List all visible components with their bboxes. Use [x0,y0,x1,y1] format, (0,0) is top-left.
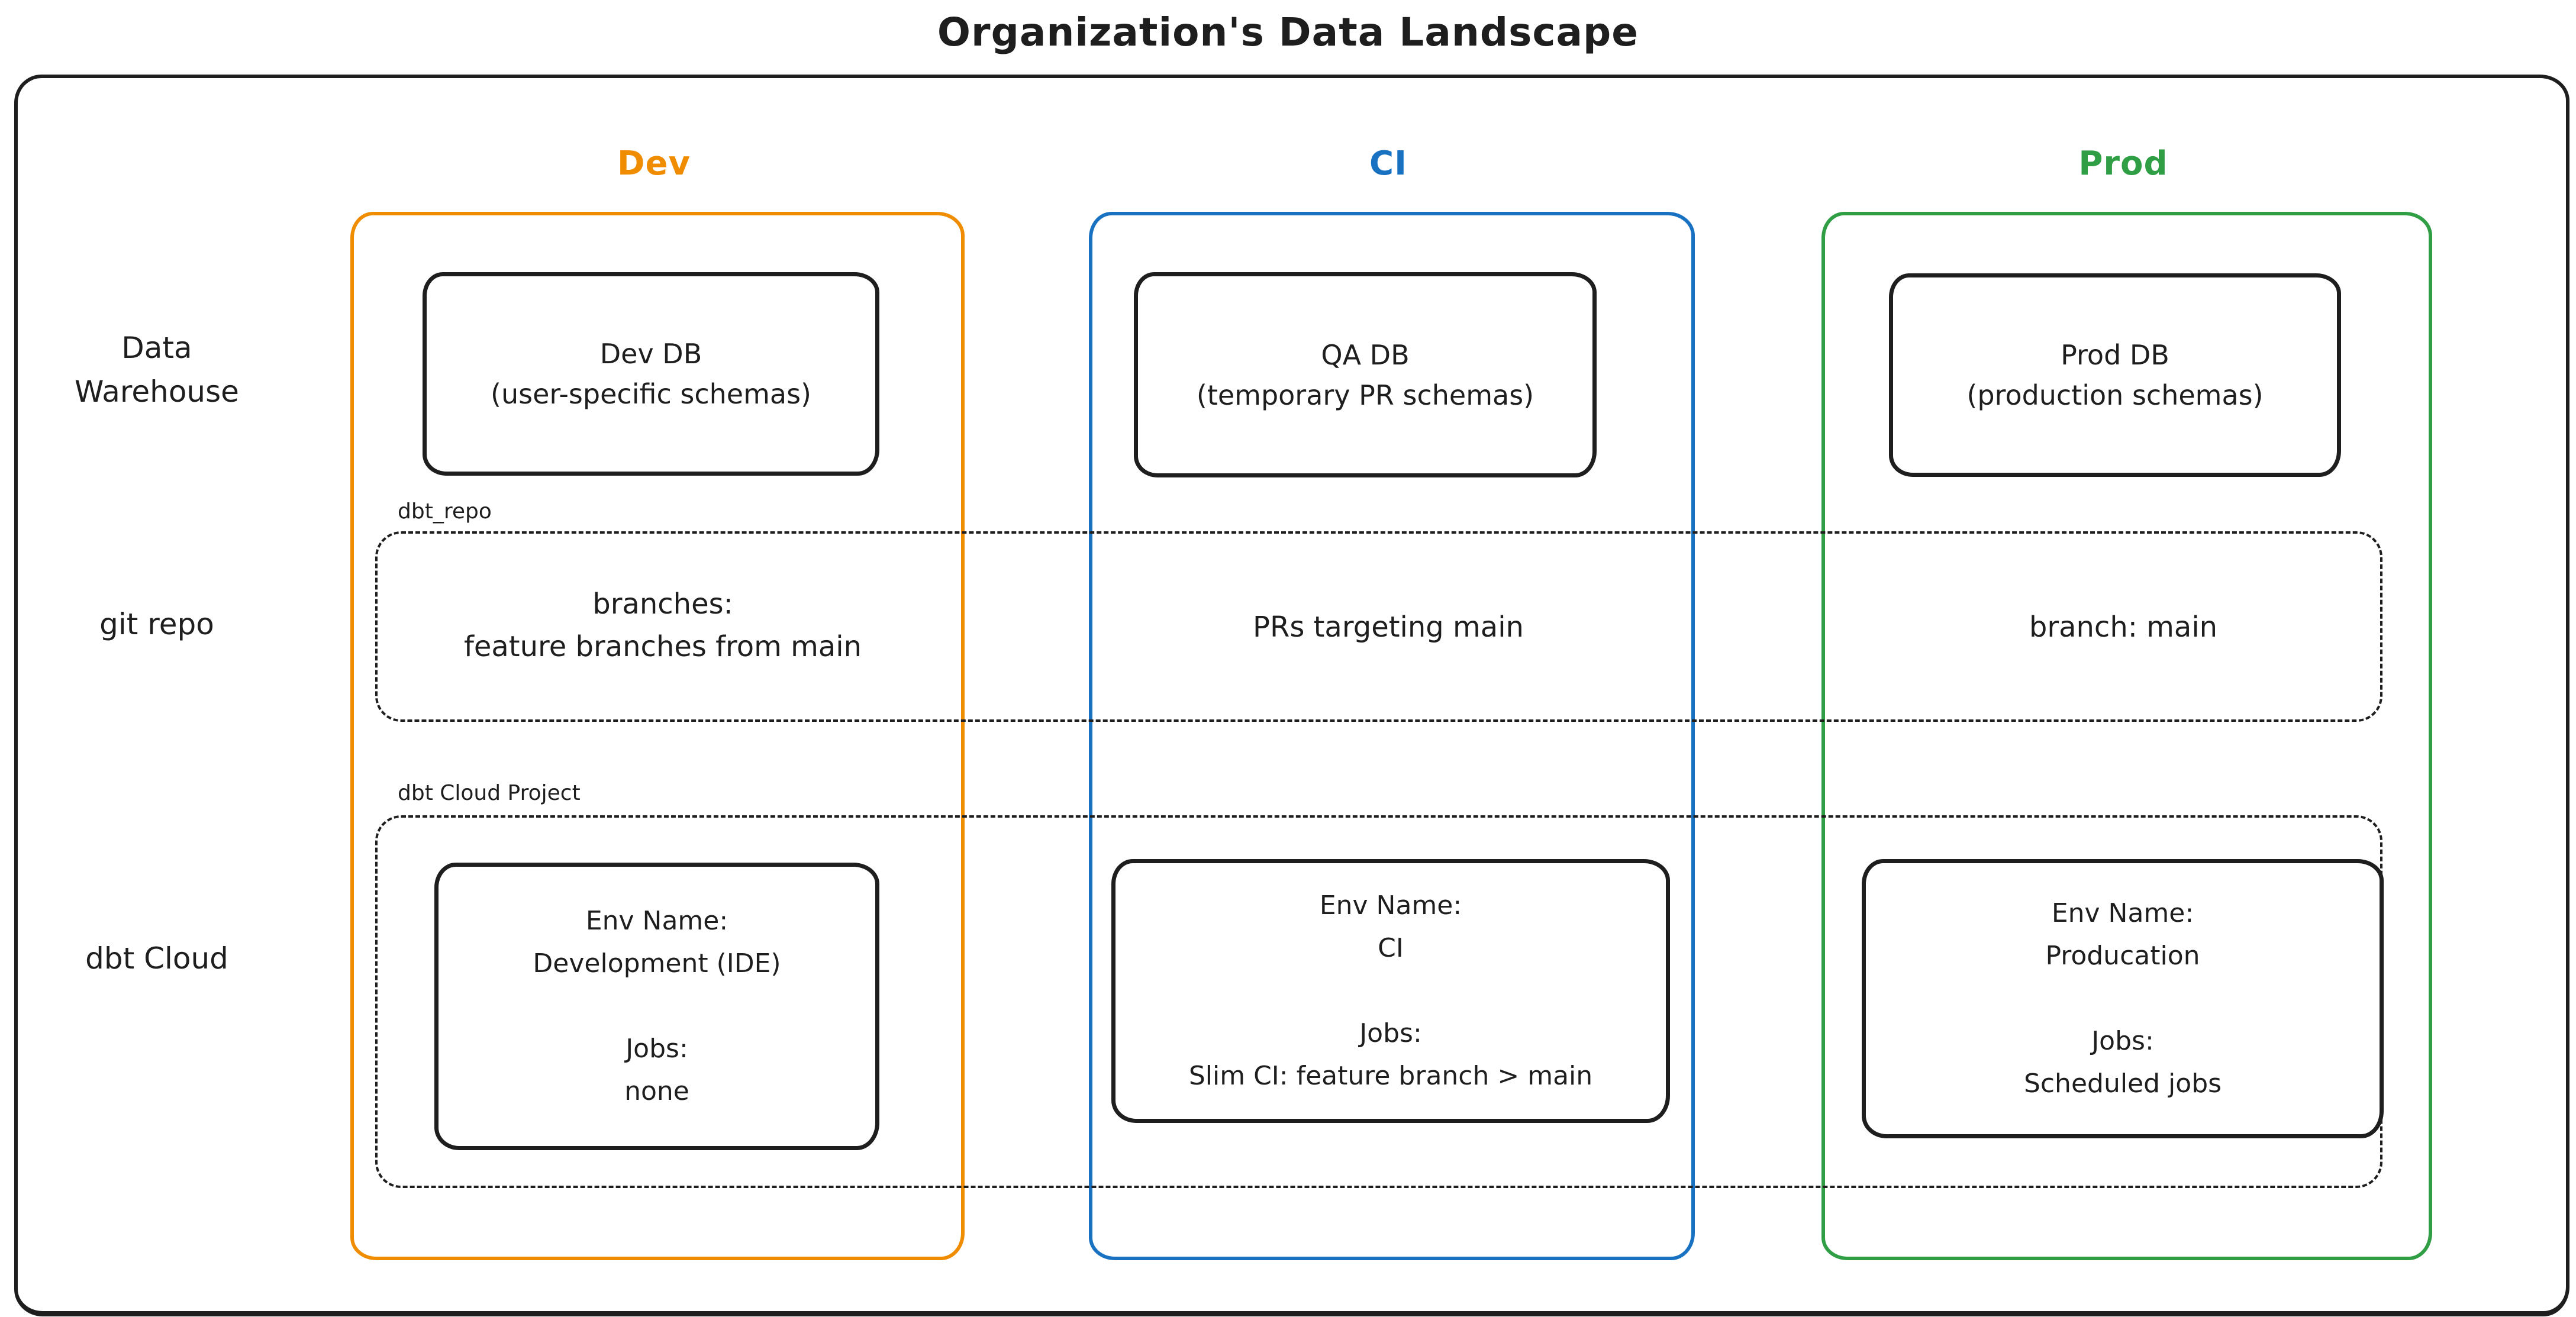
dbt-cloud-project-label: dbt Cloud Project [398,781,581,805]
dbt-repo-group [375,531,2382,722]
env-node-dev: Env Name: Development (IDE) Jobs: none [434,863,879,1150]
row-label-data-warehouse: Data Warehouse [75,331,239,409]
git-cell-dev: branches: feature branches from main [463,588,862,663]
diagram-title: Organization's Data Landscape [937,9,1639,55]
column-frame-ci [1089,212,1695,1260]
row-label-git-repo: git repo [99,607,214,641]
row-label-dbt-cloud: dbt Cloud [85,941,228,976]
column-frame-prod [1821,212,2432,1260]
landscape-frame [14,75,2569,1316]
column-header-prod: Prod [2078,144,2168,183]
env-node-ci: Env Name: CI Jobs: Slim CI: feature bran… [1111,859,1670,1123]
dev-db-node: Dev DB (user-specific schemas) [423,272,879,476]
git-cell-ci: PRs targeting main [1253,611,1524,644]
qa-db-node: QA DB (temporary PR schemas) [1134,272,1597,477]
env-node-prod: Env Name: Producation Jobs: Scheduled jo… [1862,859,2384,1138]
prod-db-node: Prod DB (production schemas) [1889,273,2341,477]
column-frame-dev [350,212,965,1260]
column-header-dev: Dev [617,144,691,183]
dbt-repo-label: dbt_repo [398,499,492,524]
git-cell-prod: branch: main [2029,611,2218,644]
column-header-ci: CI [1369,144,1407,183]
